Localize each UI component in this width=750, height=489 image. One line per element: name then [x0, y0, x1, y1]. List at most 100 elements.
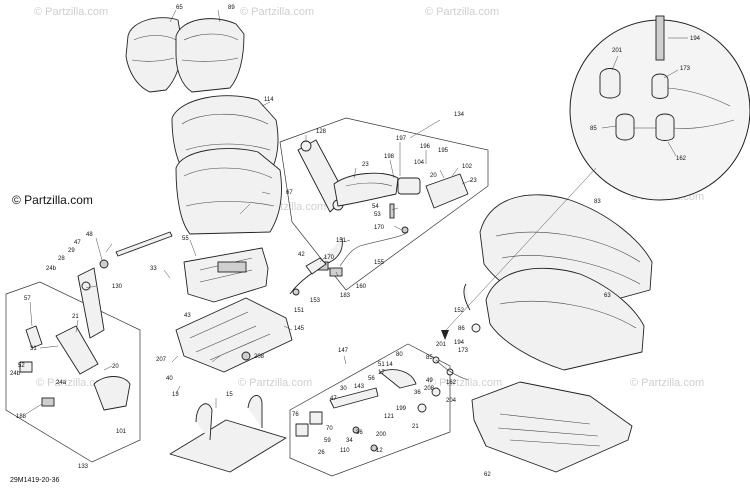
- callout-201: 201: [436, 342, 447, 348]
- callout-67: 67: [286, 190, 293, 196]
- callout-204: 204: [446, 398, 457, 404]
- callout-76: 76: [292, 412, 299, 418]
- callout-188: 188: [16, 414, 27, 420]
- rod-15: [115, 231, 173, 257]
- washer-48: [99, 259, 109, 269]
- diagram-code: 29M1419-20-36: [10, 477, 60, 484]
- site-label: © Partzilla.com: [12, 193, 93, 207]
- callout-14: 14: [386, 362, 393, 368]
- plate-76: [295, 423, 309, 437]
- callout-133: 133: [78, 464, 89, 470]
- callout-155: 155: [374, 260, 385, 266]
- switch-188: [41, 397, 55, 407]
- callout-85: 85: [426, 355, 433, 361]
- callout-151: 151: [336, 238, 347, 244]
- watermark: © Partzilla.com: [425, 6, 499, 18]
- bracket-21: [55, 325, 99, 375]
- callout-134: 134: [454, 112, 465, 118]
- knob-104: [397, 177, 421, 195]
- fastener-208: [431, 387, 441, 397]
- callout-151: 151: [294, 308, 305, 314]
- callout-42: 42: [298, 252, 305, 258]
- callout-48: 48: [86, 232, 93, 238]
- callout-110: 110: [340, 448, 350, 454]
- callout-162-detail: 162: [676, 156, 687, 162]
- backrest-67: [175, 148, 282, 235]
- callout-20: 20: [112, 364, 119, 370]
- callout-128: 128: [316, 129, 327, 135]
- callout-30: 30: [340, 386, 347, 392]
- harness-small: [432, 356, 469, 381]
- callout-80: 80: [396, 352, 403, 358]
- callout-196: 196: [420, 144, 431, 150]
- callout-59: 59: [324, 438, 331, 444]
- callout-208: 208: [424, 386, 435, 392]
- watermark: © Partzilla.com: [36, 377, 110, 389]
- callout-153: 153: [310, 298, 321, 304]
- callout-170: 170: [374, 225, 385, 231]
- watermark: © Partzilla.com: [238, 377, 312, 389]
- callout-62: 62: [484, 472, 491, 478]
- callout-89: 89: [228, 5, 235, 11]
- clip-52: [19, 361, 33, 373]
- callout-152: 152: [454, 308, 465, 314]
- watermark: © Partzilla.com: [630, 377, 704, 389]
- callout-173: 173: [458, 348, 469, 354]
- cable-42: [305, 257, 327, 275]
- callout-40: 40: [166, 376, 173, 382]
- callout-147: 147: [338, 348, 349, 354]
- callout-21: 21: [72, 314, 79, 320]
- watermark: © Partzilla.com: [240, 6, 314, 18]
- frame-134: [279, 117, 489, 291]
- callout-198: 198: [384, 154, 395, 160]
- lever-130: [77, 267, 105, 339]
- connector-201: [599, 68, 621, 99]
- callout-51: 51: [378, 362, 385, 368]
- callout-200: 200: [376, 432, 387, 438]
- tube-194: [655, 15, 665, 61]
- frame-latch: [289, 343, 451, 477]
- callout-83: 83: [594, 199, 601, 205]
- callout-17: 17: [378, 370, 385, 376]
- callout-114: 114: [264, 97, 274, 103]
- callout-52: 52: [18, 363, 25, 369]
- fastener-199: [417, 403, 427, 413]
- callout-63: 63: [604, 293, 611, 299]
- frame-133: [5, 281, 141, 463]
- hose-152: [463, 283, 471, 311]
- callout-162: 162: [446, 380, 457, 386]
- callout-47: 47: [74, 240, 81, 246]
- detail-leaders: [601, 37, 688, 157]
- callout-26: 26: [318, 450, 325, 456]
- callout-24b: 24b: [10, 371, 21, 377]
- callout-15: 15: [226, 392, 233, 398]
- callout-85-detail: 85: [590, 126, 597, 132]
- callout-43: 43: [184, 313, 191, 319]
- callout-199: 199: [396, 406, 407, 412]
- callout-173-detail: 173: [680, 66, 691, 72]
- callout-47: 47: [330, 396, 337, 402]
- fastener-153: [292, 288, 300, 296]
- callout-130: 130: [112, 284, 123, 290]
- watermark: © Partzilla.com: [34, 6, 108, 18]
- fastener-34: [352, 426, 360, 434]
- callout-208: 208: [254, 354, 265, 360]
- callout-36: 36: [414, 390, 421, 396]
- callout-21: 21: [412, 424, 419, 430]
- callout-12: 12: [376, 448, 383, 454]
- frame-145: [175, 297, 293, 373]
- callout-29: 29: [68, 248, 75, 254]
- sled-assembly: [169, 395, 287, 473]
- callout-57: 57: [24, 296, 31, 302]
- callout-207: 207: [156, 357, 167, 363]
- detail-inset: [569, 15, 750, 201]
- callout-24a: 24a: [56, 380, 67, 386]
- bracket-56: [379, 369, 417, 389]
- callout-86: 86: [458, 326, 465, 332]
- callout-201-detail: 201: [612, 48, 623, 54]
- callout-labels: 65 89 114 67 128 134 23 197 196 195 198 …: [10, 5, 701, 478]
- cover-101: [93, 376, 131, 411]
- plate-70: [309, 411, 323, 425]
- watermark: © Partzilla.com: [428, 377, 502, 389]
- callout-121: 121: [384, 414, 395, 420]
